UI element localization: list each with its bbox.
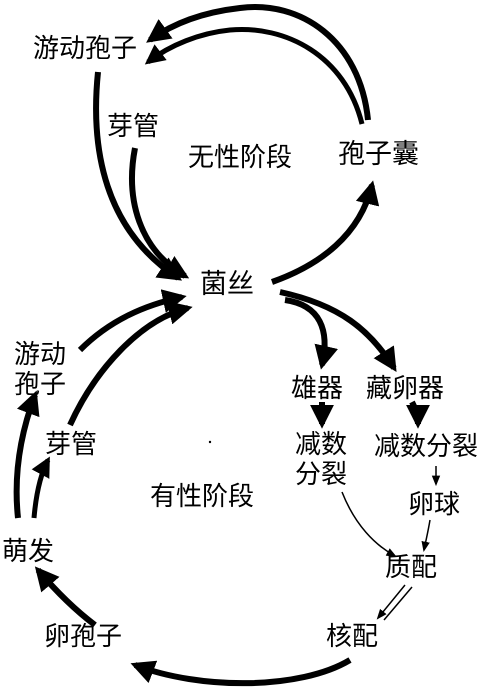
label-germ-tube-left: 芽管 bbox=[45, 430, 98, 460]
label-zoospore-left-1: 游动 bbox=[14, 340, 67, 370]
arrow-oospore-to-germination bbox=[34, 566, 97, 628]
label-meiosis-left-2: 分裂 bbox=[295, 460, 348, 490]
arrow-germination-to-zoospore bbox=[13, 390, 40, 519]
label-germ-tube-top: 芽管 bbox=[107, 112, 160, 142]
arrow-mycelium-to-oogonium bbox=[279, 289, 397, 373]
arrow-sporangium-to-zoospore-outer bbox=[146, 4, 371, 121]
label-oogonium: 藏卵器 bbox=[366, 374, 445, 404]
label-mycelium: 菌丝 bbox=[200, 269, 254, 300]
arrow-sporangium-to-zoospore-inner bbox=[144, 26, 365, 125]
label-oospore: 卵孢子 bbox=[44, 622, 123, 652]
label-zoospore-left-2: 孢子 bbox=[14, 370, 67, 400]
center-dot bbox=[208, 440, 212, 444]
arrow-zoospore-to-mycelium-left bbox=[77, 289, 187, 353]
label-zoospore: 游动孢子 bbox=[33, 34, 138, 64]
arrow-germtube-to-mycelium bbox=[129, 147, 190, 279]
arrow-plasmogamy-to-karyogamy-a bbox=[376, 584, 406, 620]
arrow-karyogamy-to-oospore bbox=[130, 657, 352, 687]
arrow-germtube-to-mycelium-left bbox=[67, 301, 193, 427]
label-asexual-stage: 无性阶段 bbox=[188, 143, 293, 173]
arrow-germination-to-germtube bbox=[31, 456, 51, 519]
label-meiosis-left-1: 减数 bbox=[295, 430, 348, 460]
label-sexual-stage: 有性阶段 bbox=[150, 482, 255, 512]
arrow-mycelium-to-sporangium bbox=[270, 180, 380, 285]
label-antheridium: 雄器 bbox=[291, 374, 344, 404]
arrow-mycelium-to-antheridium bbox=[284, 297, 338, 370]
arrow-zoospore-to-mycelium bbox=[93, 71, 183, 281]
arrow-meiosis-left-to-plasmogamy bbox=[341, 491, 397, 558]
arrow-oogonium-to-meiosis bbox=[405, 400, 430, 429]
label-oosphere: 卵球 bbox=[408, 490, 461, 520]
label-meiosis-right: 减数分裂 bbox=[374, 432, 479, 462]
label-germination: 萌发 bbox=[2, 537, 55, 567]
arrow-oosphere-to-plasmogamy bbox=[421, 519, 431, 553]
label-plasmogamy: 质配 bbox=[385, 553, 438, 583]
label-sporangium: 孢子囊 bbox=[338, 139, 419, 170]
label-karyogamy: 核配 bbox=[326, 622, 379, 652]
arrow-plasmogamy-to-karyogamy-b bbox=[383, 586, 413, 621]
